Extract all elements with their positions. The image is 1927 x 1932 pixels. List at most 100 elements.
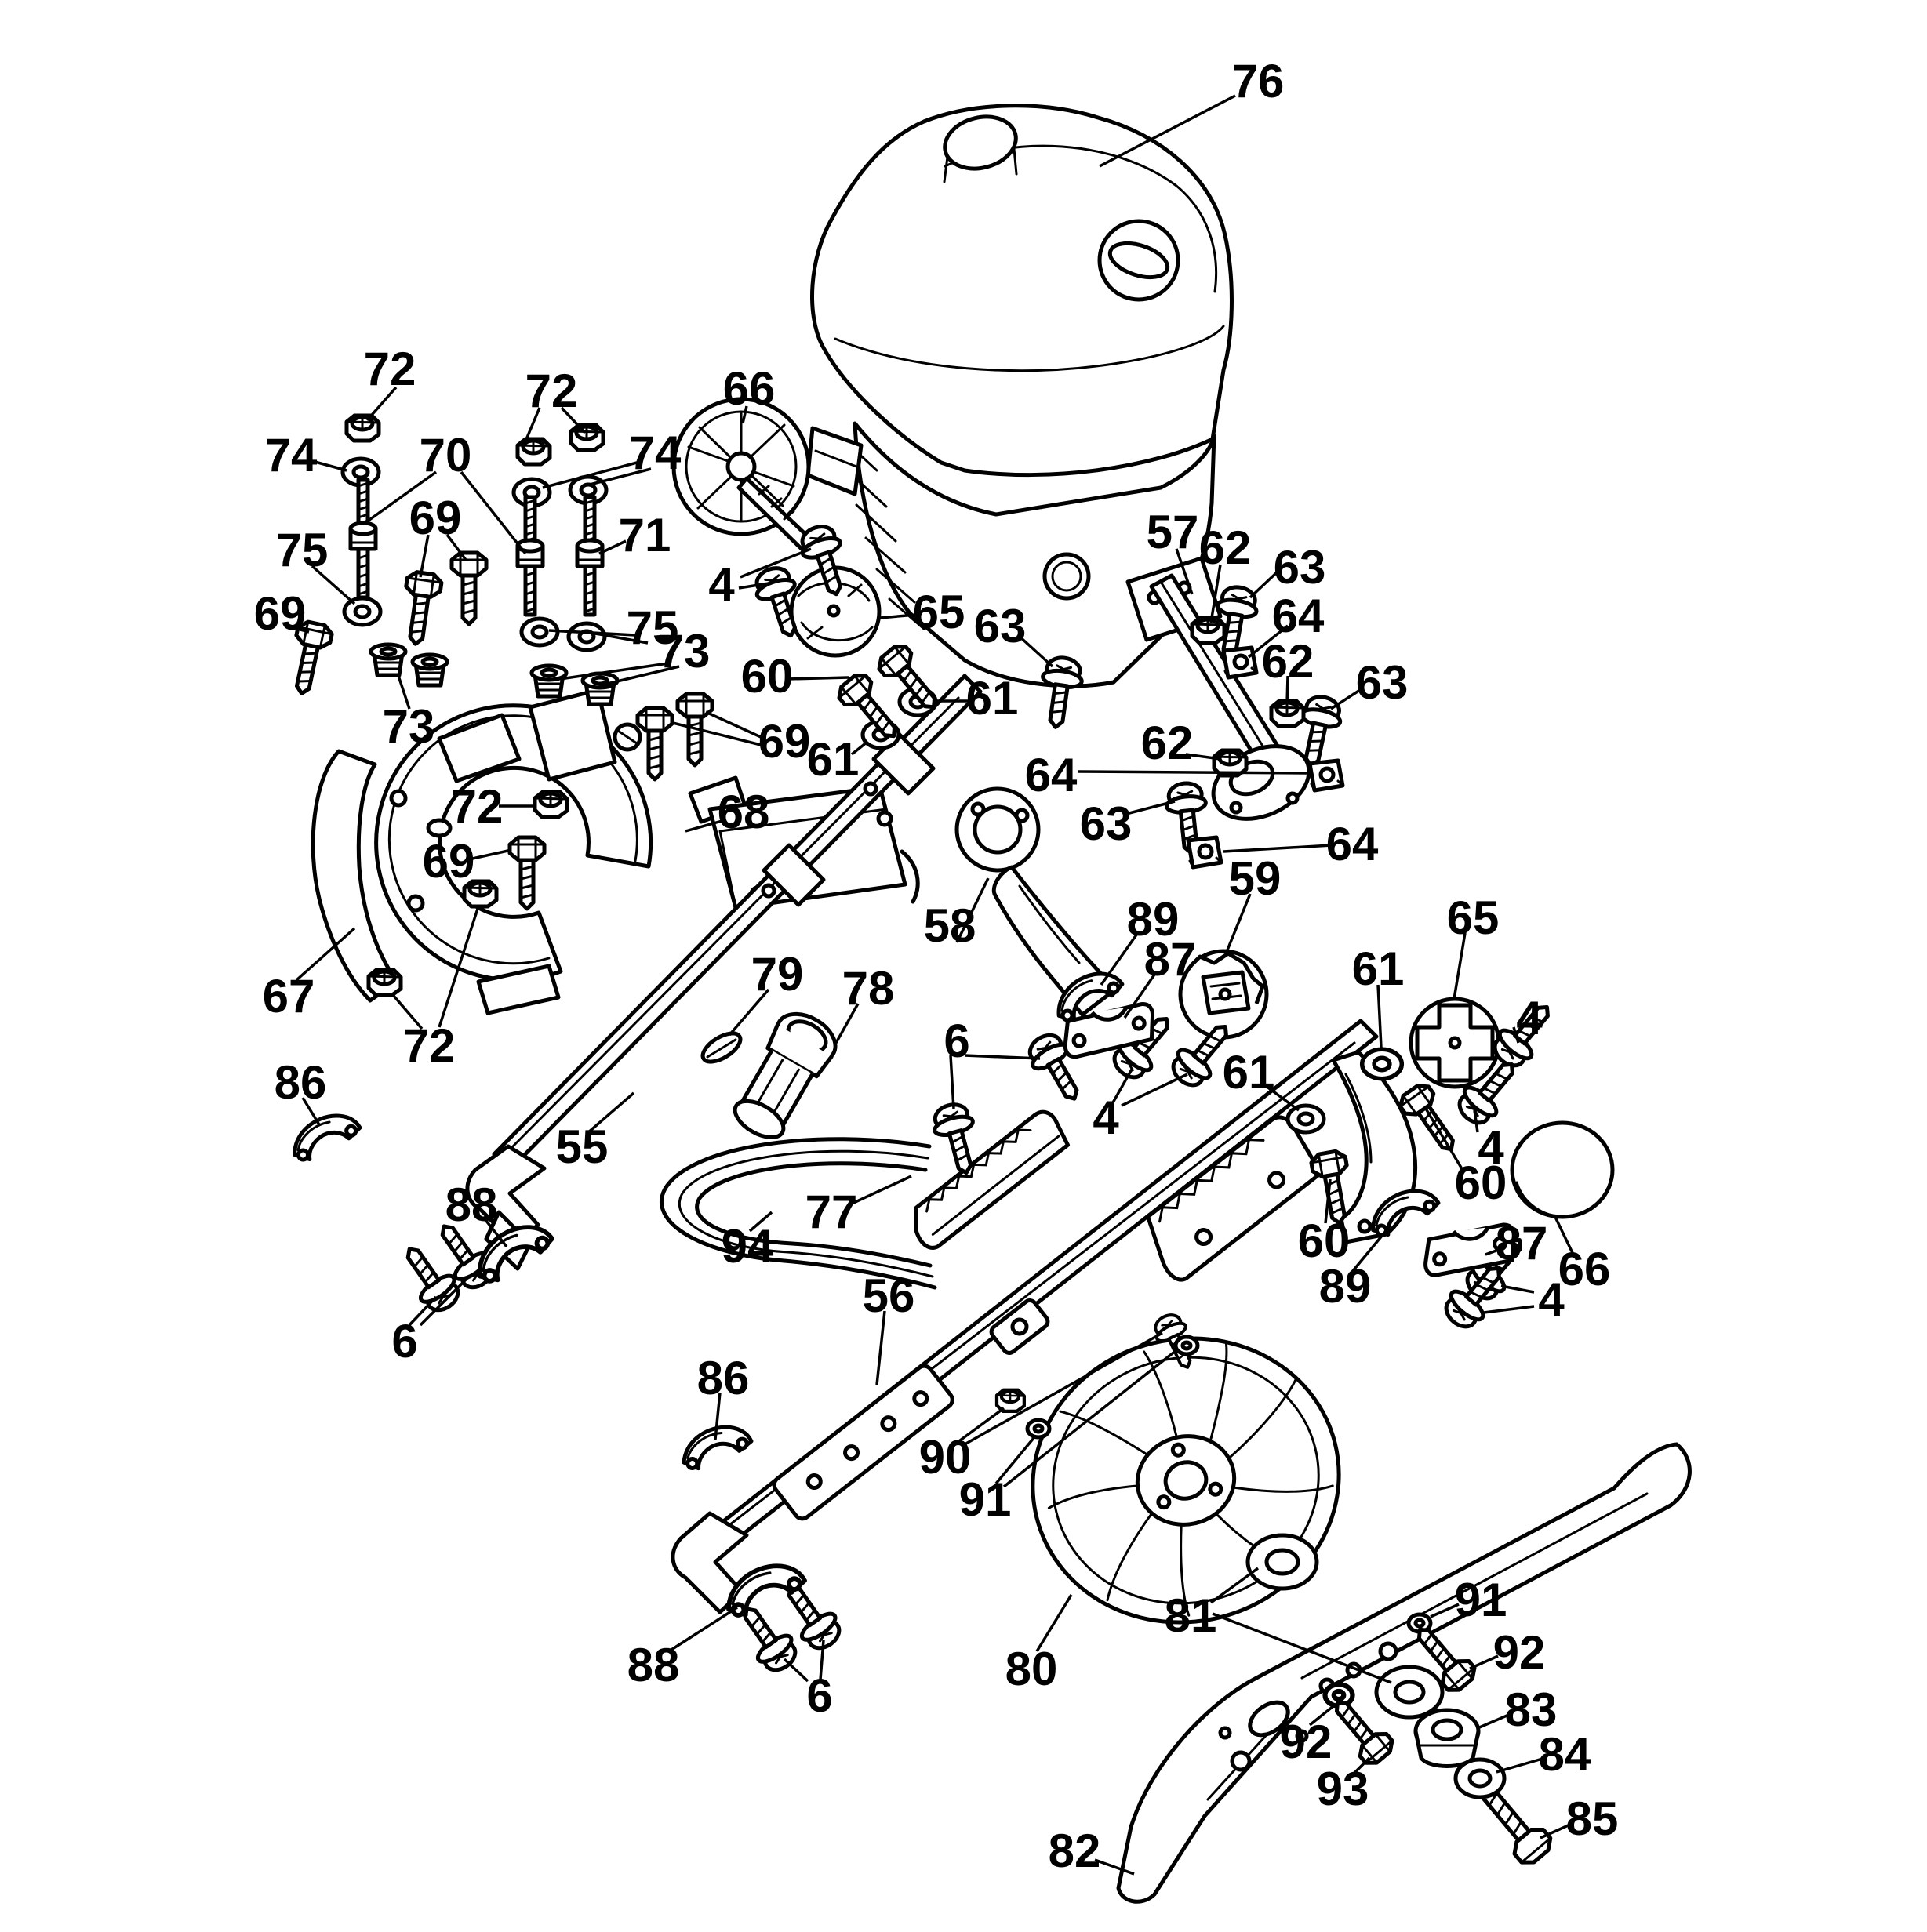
drive-belt-94: [659, 1137, 937, 1290]
clutch-plate-65-right: [1409, 997, 1501, 1089]
leader-line: [600, 665, 680, 687]
part-label-68: 68: [718, 786, 770, 838]
part-label-6: 6: [391, 1315, 417, 1367]
leader-line: [311, 459, 347, 472]
leader-line: [482, 1215, 508, 1248]
leader-line: [1121, 1073, 1188, 1107]
part-label-91: 91: [959, 1473, 1012, 1526]
washer-61: [1288, 1106, 1324, 1132]
washer-61: [1362, 1049, 1402, 1078]
leader-line: [408, 1295, 438, 1327]
part-label-85: 85: [1566, 1792, 1619, 1845]
part-label-87: 87: [1144, 933, 1197, 986]
leader-line: [1469, 1654, 1499, 1670]
leader-line: [468, 848, 512, 861]
part-label-84: 84: [1539, 1728, 1591, 1781]
part-label-55: 55: [556, 1120, 609, 1173]
part-label-69: 69: [758, 715, 811, 768]
leader-line: [783, 1658, 809, 1683]
part-label-62: 62: [1262, 635, 1314, 688]
leader-line: [672, 721, 762, 746]
part-label-65: 65: [913, 586, 965, 638]
part-label-81: 81: [1165, 1589, 1217, 1642]
leader-line: [1123, 971, 1158, 1019]
leader-line: [879, 613, 917, 619]
leader-line: [1249, 571, 1278, 599]
part-label-61: 61: [1223, 1046, 1275, 1099]
leader-line: [1209, 564, 1222, 623]
blade-washer-81: [1374, 1665, 1445, 1720]
part-label-64: 64: [1272, 590, 1325, 642]
leader-line: [1094, 1858, 1135, 1876]
part-label-73: 73: [658, 625, 711, 677]
part-label-59: 59: [1229, 852, 1282, 905]
part-label-74: 74: [265, 429, 318, 481]
leader-line: [291, 626, 310, 634]
part-label-82: 82: [1049, 1825, 1101, 1877]
leader-line: [850, 740, 869, 756]
bolt-69: [510, 837, 544, 909]
part-label-90: 90: [919, 1431, 972, 1484]
belt-washer-81: [1245, 1533, 1319, 1591]
part-label-74: 74: [629, 427, 682, 479]
washer-91: [1027, 1420, 1049, 1437]
mount-plate-67: [311, 688, 653, 1015]
leader-line: [1424, 1108, 1465, 1172]
leader-line: [1223, 844, 1333, 853]
leader-line: [1285, 675, 1289, 705]
saddle-clamp-86: [286, 1107, 364, 1164]
leader-line: [1376, 984, 1383, 1048]
leader-line: [671, 1606, 738, 1651]
part-label-72: 72: [403, 1019, 456, 1072]
leader-line: [964, 1054, 1041, 1060]
leader-line: [740, 547, 812, 579]
part-label-79: 79: [751, 948, 804, 1000]
part-label-61: 61: [966, 672, 1019, 724]
support-link-57: [1125, 556, 1311, 821]
leader-line: [955, 877, 990, 943]
leader-line: [1473, 1109, 1479, 1133]
nut-72: [369, 970, 401, 995]
part-label-89: 89: [1319, 1260, 1372, 1313]
part-label-57: 57: [1147, 506, 1199, 558]
nut-72: [518, 439, 550, 464]
part-label-58: 58: [924, 899, 976, 952]
leader-line: [738, 582, 769, 590]
leader-line: [445, 533, 467, 561]
part-label-88: 88: [445, 1178, 498, 1231]
part-label-75: 75: [627, 601, 679, 654]
leader-line: [714, 1392, 722, 1440]
leader-line: [542, 461, 638, 489]
part-label-91: 91: [1455, 1574, 1507, 1626]
leader-line: [1261, 1082, 1300, 1112]
leader-line: [994, 1436, 1035, 1485]
leader-line: [834, 1003, 860, 1044]
nut-72: [571, 425, 603, 450]
part-label-63: 63: [1080, 797, 1133, 850]
square-nut-64: [1223, 648, 1256, 677]
part-label-56: 56: [863, 1269, 915, 1322]
washer-75: [522, 619, 558, 645]
leader-line: [1453, 932, 1467, 1000]
leader-line: [589, 467, 652, 486]
part-label-72: 72: [451, 780, 504, 833]
slotted-disc-79: [700, 1031, 743, 1064]
leader-line: [1016, 634, 1054, 668]
part-label-66: 66: [723, 362, 776, 415]
leader-line: [685, 819, 725, 833]
engine-76: [805, 104, 1234, 688]
leader-line: [1175, 548, 1194, 595]
part-label-69: 69: [254, 587, 307, 640]
part-label-76: 76: [1232, 55, 1285, 107]
leader-line: [559, 662, 669, 681]
part-label-88: 88: [627, 1639, 680, 1691]
part-label-92: 92: [1280, 1716, 1333, 1768]
part-label-92: 92: [1493, 1626, 1546, 1679]
handle-arm-58: [954, 786, 1118, 1017]
part-label-72: 72: [525, 365, 578, 417]
part-label-86: 86: [697, 1352, 750, 1404]
part-label-60: 60: [741, 650, 794, 703]
primer-bulb-78: [733, 1011, 838, 1139]
